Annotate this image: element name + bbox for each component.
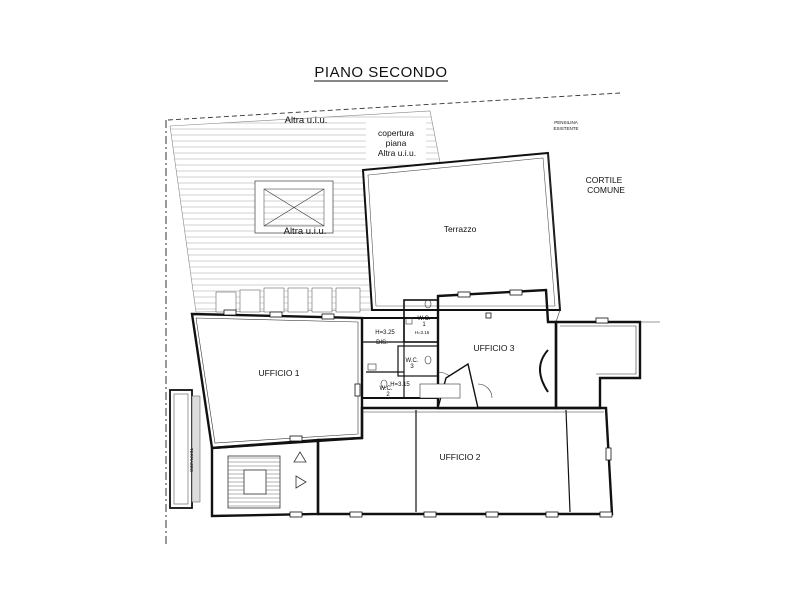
stair-arrow-up — [293, 451, 307, 463]
label-altra-uiu-middle: Altra u.i.u. — [284, 226, 327, 237]
ufficio-2-divider-2 — [565, 409, 571, 513]
wc-1-toilet — [424, 299, 432, 309]
plan-title: PIANO SECONDO — [314, 64, 447, 81]
label-dis: DIS. — [376, 340, 388, 346]
door-swing-2 — [477, 383, 493, 399]
ufficio-1-inner — [195, 317, 359, 444]
label-copertura-altra: Altra u.i.u. — [378, 148, 416, 158]
ufficio-3-curve — [539, 349, 549, 393]
label-terrazzo: Terrazzo — [444, 224, 477, 234]
right-extension-walls — [554, 320, 642, 410]
label-cortile: CORTILE — [586, 175, 623, 185]
cortile-edge — [547, 152, 561, 323]
stairwell-walls — [210, 438, 320, 518]
label-wc-3-num: 3 — [410, 364, 414, 370]
label-comune: COMUNE — [587, 185, 625, 195]
right-extension-inner — [560, 325, 637, 375]
wc-2-toilet — [380, 379, 388, 389]
label-wc-1-num: 1 — [422, 322, 426, 328]
stair-arrow-right — [295, 475, 307, 489]
copertura-box — [366, 121, 426, 161]
label-altra-uiu-top: Altra u.i.u. — [285, 115, 328, 126]
label-h-315-a: H=3.15 — [415, 330, 430, 335]
label-esistente: ESISTENTE — [553, 126, 578, 131]
label-wc-1: W.C. — [418, 316, 431, 322]
label-ufficio-3: UFFICIO 3 — [473, 343, 514, 353]
window-markers — [223, 289, 613, 518]
stair-well-core — [243, 469, 267, 495]
property-boundary — [167, 92, 621, 121]
side-terrace-outer — [169, 389, 193, 509]
side-terrace-railing — [191, 395, 201, 503]
label-terrazzo-side: TERRAZZO — [189, 448, 194, 473]
wc-2-sink — [367, 363, 377, 371]
roof-skylights — [215, 287, 361, 313]
label-wc-3: W.C. — [406, 358, 419, 364]
entry-panel — [419, 383, 461, 399]
terrace-inner-line — [367, 157, 556, 307]
label-piana: piana — [386, 138, 407, 148]
ufficio-3-marker — [485, 312, 492, 319]
label-h-325: H=3.25 — [375, 330, 395, 336]
label-h-315-b: H=3.15 — [390, 382, 410, 388]
label-ufficio-2: UFFICIO 2 — [439, 452, 480, 462]
wc-3-toilet — [424, 355, 432, 365]
label-copertura: copertura — [378, 128, 414, 138]
label-ufficio-1: UFFICIO 1 — [258, 368, 299, 378]
wc-1-sink — [405, 317, 413, 325]
label-pensilina: PENSILINA — [554, 120, 578, 125]
side-terrace-inner — [173, 393, 189, 505]
label-wc-2: W.C. — [380, 386, 393, 392]
skylight-diag-2 — [263, 188, 325, 227]
ufficio-1-walls — [190, 312, 364, 450]
label-wc-2-num: 2 — [386, 392, 390, 398]
